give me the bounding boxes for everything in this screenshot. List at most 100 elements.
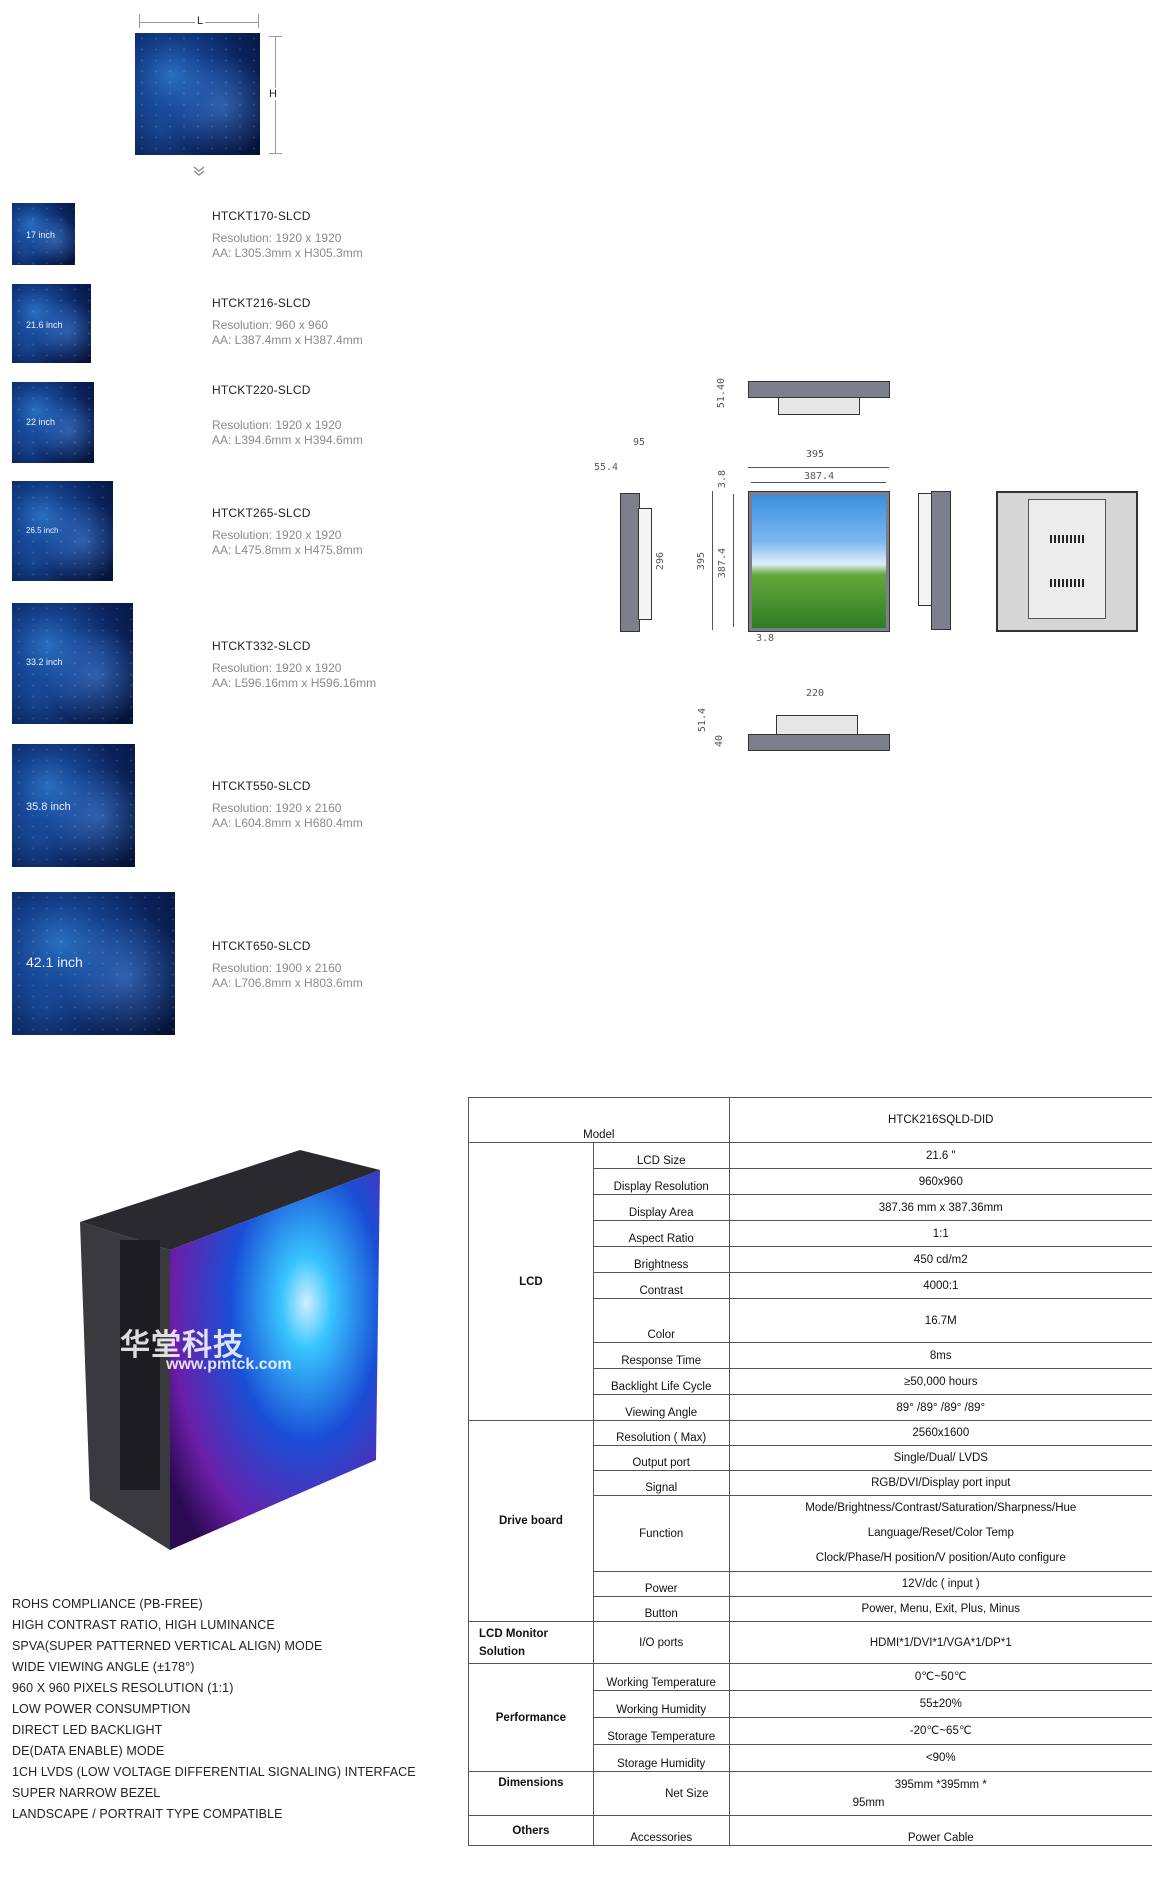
spec-label: Display Area <box>592 1194 730 1221</box>
dim-side-width: 95 <box>633 437 646 448</box>
spec-label: Function <box>592 1495 730 1572</box>
spec-value: 2560x1600 <box>728 1420 1152 1446</box>
back-view-vent-bottom <box>1050 579 1084 587</box>
spec-value: 387.36 mm x 387.36mm <box>728 1194 1152 1221</box>
product-active-area: AA: L706.8mm x H803.6mm <box>212 976 363 990</box>
feature-item: DIRECT LED BACKLIGHT <box>12 1723 163 1737</box>
spec-label: Resolution ( Max) <box>592 1420 730 1446</box>
spec-label: Viewing Angle <box>592 1394 730 1421</box>
feature-item: 960 X 960 PIXELS RESOLUTION (1:1) <box>12 1681 234 1695</box>
spec-label: LCD Size <box>592 1142 730 1169</box>
product-model: HTCKT332-SLCD <box>212 639 311 653</box>
product-resolution: Resolution: 1920 x 2160 <box>212 801 342 815</box>
dim-top-thickness: 51.40 <box>716 378 727 409</box>
spec-value: <90% <box>728 1744 1152 1772</box>
watermark-url: www.pmtck.com <box>166 1356 292 1373</box>
spec-value: 1:1 <box>728 1220 1152 1247</box>
thumbnail-size-label: 42.1 inch <box>26 954 83 970</box>
spec-value: HDMI*1/DVI*1/VGA*1/DP*1 <box>728 1621 1152 1664</box>
model-value: HTCK216SQLD-DID <box>728 1097 1152 1143</box>
thumbnail-size-label: 33.2 inch <box>26 657 63 667</box>
spec-label: Backlight Life Cycle <box>592 1368 730 1395</box>
group-name: LCD Monitor Solution <box>468 1621 594 1664</box>
table-row: Response Time 8ms <box>469 1342 1152 1369</box>
dim-front-aa-width: 387.4 <box>804 471 835 482</box>
dim-bottom-width: 220 <box>806 688 825 699</box>
spec-value-line: 395mm *395mm * <box>894 1778 987 1791</box>
thumbnail-size-label: 35.8 inch <box>26 801 71 813</box>
table-row: Button Power, Menu, Exit, Plus, Minus <box>469 1596 1152 1622</box>
dim-front-top-margin: 3.8 <box>717 470 728 489</box>
feature-item: 1CH LVDS (LOW VOLTAGE DIFFERENTIAL SIGNA… <box>12 1765 416 1779</box>
product-photo-image <box>80 1150 380 1550</box>
spec-value: Single/Dual/ LVDS <box>728 1445 1152 1471</box>
spec-value: 89° /89° /89° /89° <box>728 1394 1152 1421</box>
table-row: Output port Single/Dual/ LVDS <box>469 1445 1152 1471</box>
dim-front-width: 395 <box>806 449 825 460</box>
feature-item: LOW POWER CONSUMPTION <box>12 1702 191 1716</box>
front-view-screen <box>752 495 886 628</box>
table-row: Others Accessories Power Cable <box>468 1815 1152 1846</box>
feature-item: WIDE VIEWING ANGLE (±178°) <box>12 1660 195 1674</box>
spec-value-line: 95mm <box>852 1796 885 1809</box>
product-model: HTCKT550-SLCD <box>212 779 311 793</box>
spec-value: 55±20% <box>728 1690 1152 1718</box>
model-label: Model <box>468 1097 730 1143</box>
table-row: Brightness 450 cd/m2 <box>469 1246 1152 1273</box>
product-model: HTCKT650-SLCD <box>212 939 311 953</box>
side-view-body <box>620 493 640 632</box>
feature-item: SUPER NARROW BEZEL <box>12 1786 161 1800</box>
spec-value: RGB/DVI/Display port input <box>728 1470 1152 1496</box>
back-view-vent-top <box>1050 535 1084 543</box>
group-name: Others <box>468 1815 594 1846</box>
table-row: Performance Working Temperature 0℃~50℃ <box>468 1663 1152 1772</box>
spec-label: Working Humidity <box>592 1690 730 1718</box>
top-view-body <box>748 381 890 398</box>
product-active-area: AA: L475.8mm x H475.8mm <box>212 543 363 557</box>
dim-side-height: 296 <box>655 552 666 571</box>
table-row: Aspect Ratio 1:1 <box>469 1220 1152 1247</box>
spec-label: Accessories <box>592 1815 730 1846</box>
spec-label: Button <box>592 1596 730 1622</box>
back-view-panel <box>1028 499 1106 619</box>
product-resolution: Resolution: 1920 x 1920 <box>212 528 342 542</box>
front-width-line <box>748 467 889 468</box>
spec-value: 960x960 <box>728 1168 1152 1195</box>
bottom-view-board <box>776 715 858 736</box>
feature-item: LANDSCAPE / PORTRAIT TYPE COMPATIBLE <box>12 1807 283 1821</box>
h-tick-top <box>269 36 282 37</box>
thumbnail-size-label: 22 inch <box>26 417 56 427</box>
spec-value-line: Clock/Phase/H position/V position/Auto c… <box>815 1552 1066 1564</box>
product-model: HTCKT216-SLCD <box>212 296 311 310</box>
product-thumbnail: 17 inch <box>12 203 75 265</box>
spec-label: Output port <box>592 1445 730 1471</box>
thumbnail-size-label: 26.5 inch <box>26 526 59 535</box>
group-name: Dimensions <box>468 1771 594 1816</box>
l-tick-left <box>139 14 140 28</box>
spec-label: Storage Humidity <box>592 1744 730 1772</box>
dim-bottom-height-2: 40 <box>714 735 725 748</box>
feature-item: DE(DATA ENABLE) MODE <box>12 1744 165 1758</box>
size-diagram-screen <box>135 33 260 155</box>
spec-value: 0℃~50℃ <box>728 1663 1152 1691</box>
feature-item: SPVA(SUPER PATTERNED VERTICAL ALIGN) MOD… <box>12 1639 323 1653</box>
product-thumbnail: 21.6 inch <box>12 284 91 363</box>
dim-side-offset: 55.4 <box>594 462 619 473</box>
front-view-frame <box>748 491 890 632</box>
h-label: H <box>269 88 277 100</box>
spec-value: Power Cable <box>728 1815 1152 1846</box>
spec-table: Model HTCK216SQLD-DID LCD LCD Size 21.6 … <box>468 1097 1152 1846</box>
product-resolution: Resolution: 1920 x 1920 <box>212 231 342 245</box>
table-row: Model HTCK216SQLD-DID <box>468 1097 1152 1143</box>
table-row: Contrast 4000:1 <box>469 1272 1152 1299</box>
spec-label: Net Size <box>592 1771 730 1816</box>
spec-label: Response Time <box>592 1342 730 1369</box>
spec-value-line: Language/Reset/Color Temp <box>867 1527 1014 1539</box>
product-resolution: Resolution: 1920 x 1920 <box>212 661 342 675</box>
spec-value: 21.6 " <box>728 1142 1152 1169</box>
product-active-area: AA: L596.16mm x H596.16mm <box>212 676 377 690</box>
thumbnail-size-label: 17 inch <box>26 230 56 240</box>
top-view-connectors <box>778 397 860 415</box>
product-model: HTCKT265-SLCD <box>212 506 311 520</box>
group-name: Performance <box>468 1663 594 1772</box>
